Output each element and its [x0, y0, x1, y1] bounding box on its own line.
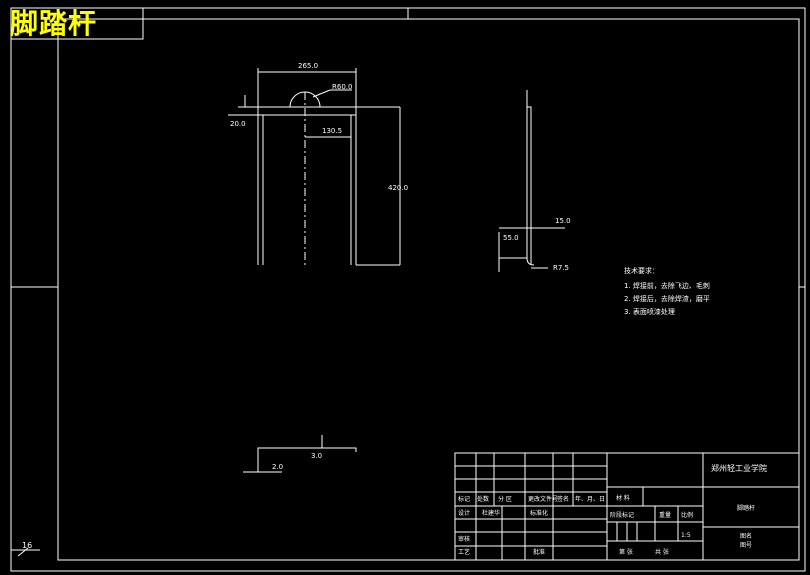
- side-view-labels: 15.0 55.0 R7.5: [503, 217, 571, 272]
- dim-width: 265.0: [298, 62, 318, 70]
- tb-scale: 1:5: [681, 532, 691, 539]
- tb-school: 郑州轻工业学院: [711, 463, 767, 473]
- notes-heading: 技术要求：: [624, 266, 659, 275]
- dim-side-top: 15.0: [555, 217, 571, 225]
- tb-hdr-5: 年、月、日: [575, 495, 605, 503]
- tb-hdr-3: 更改文件号: [528, 495, 558, 503]
- inner-frame: [57, 18, 800, 561]
- tb-hdr-1: 处数: [477, 495, 489, 503]
- sheet-number: 16: [22, 541, 32, 550]
- tb-row-design: 设计: [458, 509, 470, 517]
- tb-row-process: 工艺: [458, 548, 470, 556]
- tb-hdr-0: 标记: [458, 495, 470, 503]
- radius-leader: [312, 89, 331, 98]
- side-bend: [526, 257, 535, 266]
- flat-outline: [257, 447, 357, 472]
- note-3: 3. 表面喷漆处理: [624, 307, 675, 316]
- tb-scale-label: 比例: [681, 511, 693, 519]
- dim-radius: R60.0: [332, 83, 352, 91]
- title-block-text: 标记 处数 分 区 更改文件号 签名 年、月、日 设计 杜建华 标准化 审核 工…: [458, 463, 767, 556]
- title-block: [454, 452, 800, 561]
- note-2: 2. 焊接后，去除焊渣，磨平: [624, 294, 710, 303]
- dim-offset-left: 20.0: [230, 120, 246, 128]
- corner-tick: [17, 547, 29, 557]
- tb-code-b: 图号: [740, 542, 752, 549]
- front-view-labels: 265.0 R60.0 20.0 130.5 420.0: [230, 62, 408, 192]
- u-outer: [257, 106, 357, 265]
- title-label-box: [10, 7, 144, 40]
- dim-inner: 130.5: [322, 127, 342, 135]
- dim-height: 420.0: [388, 184, 408, 192]
- tb-designer: 杜建华: [482, 509, 500, 517]
- tb-material: 材 料: [616, 494, 630, 502]
- dim-flat-a: 2.0: [272, 463, 283, 471]
- dim-side-left: 55.0: [503, 234, 519, 242]
- drawing-title: 脚踏杆: [10, 7, 98, 40]
- tb-sheet: 第 张: [619, 548, 633, 556]
- tb-hdr-2: 分 区: [498, 495, 512, 503]
- dim-bend-r: R7.5: [553, 264, 569, 272]
- front-view: [228, 68, 401, 266]
- tb-weight: 重量: [659, 511, 671, 519]
- tb-row-review: 审核: [458, 535, 470, 543]
- tb-approve: 批准: [533, 548, 545, 556]
- tb-hdr-4: 签名: [557, 495, 569, 503]
- dim-flat-b: 3.0: [311, 452, 322, 460]
- side-view: [498, 90, 565, 272]
- flat-view: [243, 435, 357, 473]
- flat-view-labels: 2.0 3.0: [272, 452, 322, 471]
- tb-part-name: 脚踏杆: [737, 504, 755, 512]
- tb-sheets: 共 张: [655, 548, 669, 556]
- tb-code-a: 图名: [740, 532, 752, 540]
- technical-notes: 技术要求： 1. 焊接前，去除飞边、毛刺 2. 焊接后，去除焊渣，磨平 3. 表…: [624, 266, 710, 316]
- tb-stage: 阶段标记: [610, 511, 634, 519]
- tb-standard: 标准化: [530, 509, 548, 517]
- note-1: 1. 焊接前，去除飞边、毛刺: [624, 281, 710, 290]
- side-profile-right: [526, 90, 532, 265]
